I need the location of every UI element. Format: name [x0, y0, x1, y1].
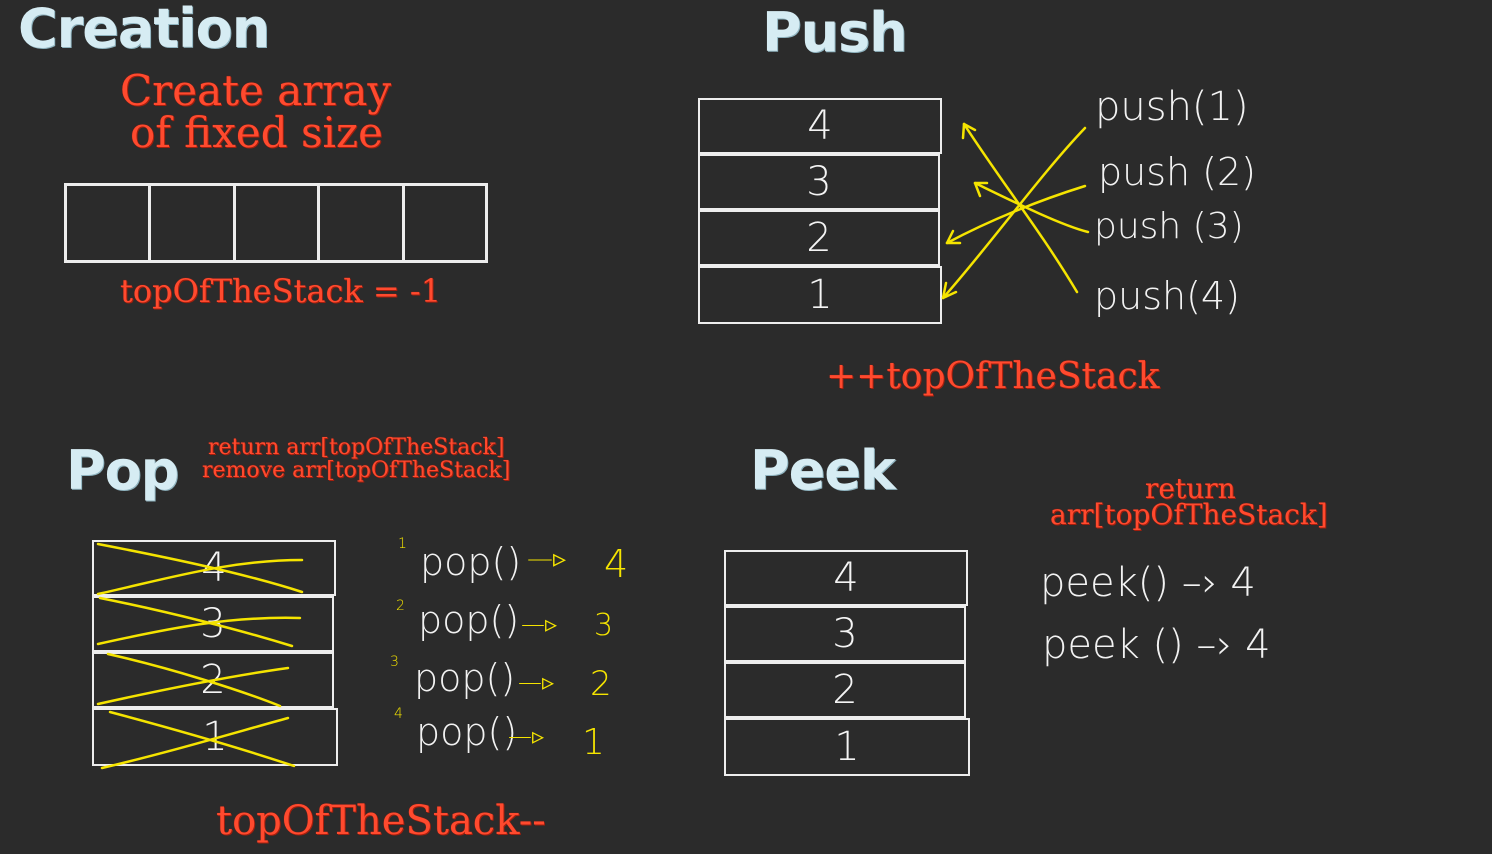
- pop-step-number: 2: [396, 598, 405, 614]
- array-slot: [148, 183, 236, 263]
- pop-call: pop(): [416, 710, 518, 754]
- pop-arrow: —▹: [508, 722, 545, 750]
- pop-note-line2: remove arr[topOfTheStack]: [202, 458, 511, 483]
- array-slot: [64, 183, 151, 263]
- stack-cell: 1: [92, 708, 338, 766]
- stack-cell: 4: [698, 98, 942, 154]
- peek-call-2: peek () –› 4: [1042, 622, 1271, 668]
- pop-call: pop(): [414, 656, 516, 700]
- stack-cell: 2: [698, 210, 940, 266]
- pop-note-line1: return arr[topOfTheStack]: [208, 435, 505, 460]
- pop-arrow: —▹: [521, 610, 558, 638]
- pop-arrow: —▹: [527, 544, 567, 574]
- pop-step-number: 1: [398, 536, 407, 552]
- creation-note-line2: of fixed size: [130, 108, 383, 157]
- push-heading: Push: [762, 1, 908, 64]
- pop-decrement: topOfTheStack--: [216, 798, 546, 844]
- stack-cell: 3: [724, 606, 966, 662]
- peek-call-1: peek() –› 4: [1040, 560, 1256, 606]
- push-call-2: push (2): [1098, 150, 1256, 194]
- stack-cell: 2: [724, 662, 966, 718]
- pop-step-number: 4: [394, 706, 403, 722]
- pop-result: 1: [582, 722, 605, 763]
- stack-cell: 4: [92, 540, 336, 596]
- pop-heading: Pop: [66, 439, 179, 502]
- stack-cell: 1: [724, 718, 970, 776]
- pop-arrow: —▹: [518, 668, 555, 696]
- peek-heading: Peek: [750, 439, 896, 502]
- pop-result: 3: [594, 608, 614, 643]
- creation-note-line1: Create array: [120, 66, 392, 115]
- peek-note-line2: arr[topOfTheStack]: [1050, 498, 1328, 531]
- stack-cell: 3: [92, 596, 334, 652]
- stack-cell: 1: [698, 266, 942, 324]
- stack-cell: 3: [698, 154, 940, 210]
- top-of-stack-init: topOfTheStack = -1: [120, 272, 442, 310]
- pop-result: 4: [604, 542, 629, 586]
- push-call-4: push(4): [1094, 274, 1240, 318]
- pop-call: pop(): [420, 540, 522, 584]
- push-increment: ++topOfTheStack: [826, 356, 1160, 397]
- pop-step-number: 3: [390, 654, 399, 670]
- array-slot: [233, 183, 320, 263]
- pop-call: pop(): [418, 598, 520, 642]
- array-slot: [402, 183, 488, 263]
- push-call-1: push(1): [1095, 84, 1249, 130]
- pop-result: 2: [590, 664, 612, 704]
- peek-note-line1: return: [1145, 472, 1236, 505]
- creation-heading: Creation: [18, 0, 270, 60]
- push-call-3: push (3): [1094, 206, 1244, 247]
- array-slot: [317, 183, 405, 263]
- stack-cell: 2: [92, 652, 334, 708]
- stack-cell: 4: [724, 550, 968, 606]
